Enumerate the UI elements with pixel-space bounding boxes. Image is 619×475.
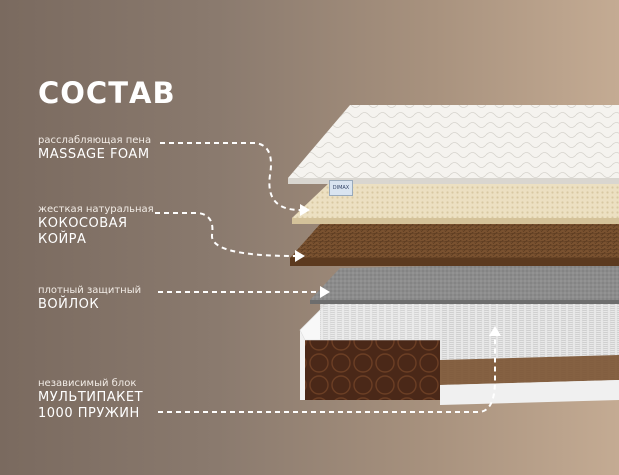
label-big: МУЛЬТИПАКЕТ [38,390,144,405]
felt-layer [310,262,619,304]
label-felt: плотный защитный ВОЙЛОК [38,284,141,313]
label-big: КОКОСОВАЯ [38,216,128,231]
label-big: MASSAGE FOAM [38,147,150,162]
latex-layer [292,182,619,224]
label-springs: независимый блок МУЛЬТИПАКЕТ 1000 ПРУЖИН [38,377,143,422]
label-big-2: КОЙРА [38,232,87,247]
connector-arrows [155,142,496,413]
arrow-heads [295,204,501,336]
label-small: расслабляющая пена [38,135,152,146]
label-big-2: 1000 ПРУЖИН [38,406,140,421]
label-coir: жесткая натуральная КОКОСОВАЯ КОЙРА [38,203,154,248]
spring-block-layer [299,290,619,405]
page-title: СОСТАВ [38,76,176,110]
label-big: ВОЙЛОК [38,297,100,312]
brand-tag: DIMAX [329,180,353,196]
label-small: плотный защитный [38,285,142,296]
label-small: независимый блок [38,378,137,389]
label-massage-foam: расслабляющая пена MASSAGE FOAM [38,134,151,163]
coir-layer [290,222,619,266]
label-small: жесткая натуральная [38,204,154,215]
massage-foam-layer [288,105,619,184]
